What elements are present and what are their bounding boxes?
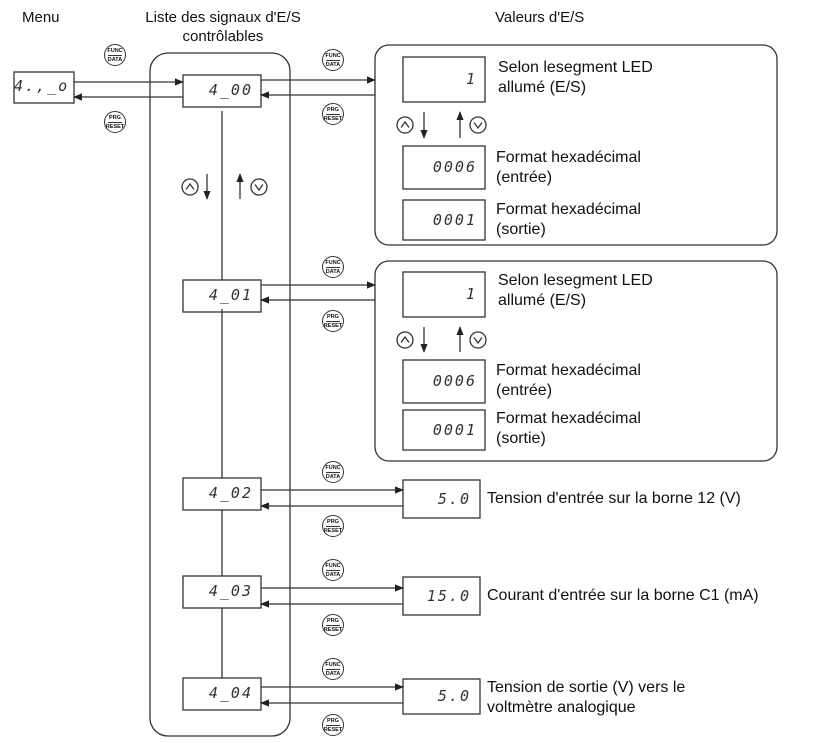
func-label: FUNC bbox=[107, 47, 123, 54]
prg-label: PRG bbox=[327, 617, 339, 624]
header-io-values: Valeurs d'E/S bbox=[495, 9, 585, 26]
reset-label: RESET bbox=[323, 626, 343, 633]
single-label-3: Tension de sortie (V) vers le voltmètre … bbox=[487, 679, 686, 716]
group2-label-3: Format hexadécimal (sortie) bbox=[496, 410, 641, 447]
func-label: FUNC bbox=[325, 259, 341, 266]
menu-display: 4.,_o bbox=[14, 77, 70, 95]
group2-value-3: 0001 bbox=[432, 421, 477, 439]
prg-reset-button[interactable]: PRG RESET bbox=[104, 111, 126, 133]
group1-label-1: Selon lesegment LED allumé (E/S) bbox=[498, 59, 653, 96]
signals-list-panel bbox=[149, 52, 291, 737]
func-data-button[interactable]: FUNC DATA bbox=[322, 256, 344, 278]
value-box-g2-2 bbox=[402, 359, 486, 404]
func-data-button[interactable]: FUNC DATA bbox=[322, 658, 344, 680]
code-box-3 bbox=[182, 575, 262, 609]
group1-value-2: 0006 bbox=[432, 158, 477, 176]
func-label: FUNC bbox=[325, 562, 341, 569]
single-label-1: Tension d'entrée sur la borne 12 (V) bbox=[487, 490, 741, 507]
data-label: DATA bbox=[325, 473, 341, 480]
data-label: DATA bbox=[325, 268, 341, 275]
func-data-button[interactable]: FUNC DATA bbox=[322, 559, 344, 581]
reset-label: RESET bbox=[105, 123, 125, 130]
group1-value-1: 1 bbox=[465, 70, 477, 88]
func-data-button[interactable]: FUNC DATA bbox=[104, 44, 126, 66]
header-menu: Menu bbox=[22, 9, 60, 26]
code-box-4 bbox=[182, 677, 262, 711]
value-box-g1-1 bbox=[402, 56, 486, 103]
up-circle-icon bbox=[181, 178, 199, 196]
reset-label: RESET bbox=[323, 322, 343, 329]
prg-reset-button[interactable]: PRG RESET bbox=[322, 614, 344, 636]
group2-label-1: Selon lesegment LED allumé (E/S) bbox=[498, 272, 653, 309]
group1-value-3: 0001 bbox=[432, 211, 477, 229]
header-signals-list: Liste des signaux d'E/S contrôlables bbox=[145, 9, 301, 45]
value-group-panel-2 bbox=[374, 260, 778, 462]
down-circle-icon bbox=[250, 178, 268, 196]
single-label-2: Courant d'entrée sur la borne C1 (mA) bbox=[487, 587, 759, 604]
value-box-single-1 bbox=[402, 479, 481, 519]
value-box-g2-1 bbox=[402, 271, 486, 318]
group2-label-2: Format hexadécimal (entrée) bbox=[496, 362, 641, 399]
prg-reset-button[interactable]: PRG RESET bbox=[322, 103, 344, 125]
group1-label-2: Format hexadécimal (entrée) bbox=[496, 149, 641, 186]
code-box-0 bbox=[182, 74, 262, 108]
group1-label-3: Format hexadécimal (sortie) bbox=[496, 201, 641, 238]
code-display-3: 4_03 bbox=[208, 582, 253, 600]
prg-reset-button[interactable]: PRG RESET bbox=[322, 515, 344, 537]
data-label: DATA bbox=[325, 571, 341, 578]
func-label: FUNC bbox=[325, 52, 341, 59]
single-value-1: 5.0 bbox=[437, 490, 471, 508]
value-box-g1-2 bbox=[402, 145, 486, 190]
group2-value-1: 1 bbox=[465, 285, 477, 303]
func-data-button[interactable]: FUNC DATA bbox=[322, 461, 344, 483]
func-label: FUNC bbox=[325, 661, 341, 668]
func-data-button[interactable]: FUNC DATA bbox=[322, 49, 344, 71]
group2-value-2: 0006 bbox=[432, 372, 477, 390]
prg-reset-button[interactable]: PRG RESET bbox=[322, 310, 344, 332]
prg-label: PRG bbox=[109, 114, 121, 121]
single-value-2: 15.0 bbox=[426, 587, 471, 605]
code-display-0: 4_00 bbox=[208, 81, 253, 99]
value-group-panel-1 bbox=[374, 44, 778, 246]
data-label: DATA bbox=[325, 61, 341, 68]
value-box-g2-3 bbox=[402, 409, 486, 451]
code-box-1 bbox=[182, 279, 262, 313]
prg-reset-button[interactable]: PRG RESET bbox=[322, 714, 344, 736]
value-box-single-2 bbox=[402, 576, 481, 616]
prg-label: PRG bbox=[327, 518, 339, 525]
value-box-single-3 bbox=[402, 678, 481, 715]
reset-label: RESET bbox=[323, 527, 343, 534]
reset-label: RESET bbox=[323, 115, 343, 122]
value-box-g1-3 bbox=[402, 199, 486, 241]
code-display-1: 4_01 bbox=[208, 286, 253, 304]
func-label: FUNC bbox=[325, 464, 341, 471]
data-label: DATA bbox=[107, 56, 123, 63]
prg-label: PRG bbox=[327, 717, 339, 724]
single-value-3: 5.0 bbox=[437, 687, 471, 705]
menu-display-box bbox=[13, 71, 75, 104]
code-display-2: 4_02 bbox=[208, 484, 253, 502]
prg-label: PRG bbox=[327, 106, 339, 113]
prg-label: PRG bbox=[327, 313, 339, 320]
data-label: DATA bbox=[325, 670, 341, 677]
code-box-2 bbox=[182, 477, 262, 511]
reset-label: RESET bbox=[323, 726, 343, 733]
code-display-4: 4_04 bbox=[208, 684, 253, 702]
